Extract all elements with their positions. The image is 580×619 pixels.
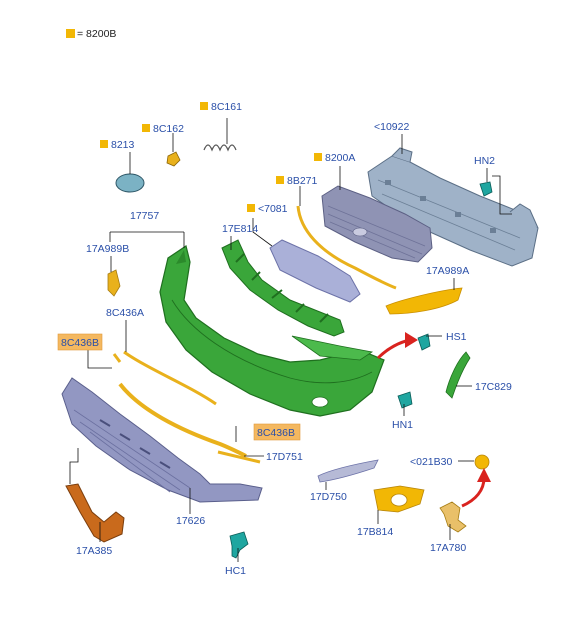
label-17A989B: 17A989B: [86, 243, 129, 255]
marker-8200A: [314, 153, 322, 161]
label-HS1: HS1: [446, 331, 467, 343]
highlight-8C436B-left: [57, 333, 103, 351]
fog-bezel-17B814: [373, 485, 425, 513]
upper-grille: [321, 185, 433, 263]
arrow-to-021B30: [461, 468, 491, 508]
label-17A780: 17A780: [430, 542, 466, 554]
leader-17A385: [69, 448, 101, 542]
upper-trim-strip: [296, 205, 397, 290]
marker-8B271: [276, 176, 284, 184]
clip-HN1: [397, 391, 413, 409]
label-17D750: 17D750: [310, 491, 347, 503]
strip-17D750: [317, 459, 379, 483]
bezel-17A989A: [385, 287, 463, 315]
bracket-17A780: [439, 501, 467, 533]
arrow-to-HS1: [376, 332, 418, 360]
leader-8C436B-left: [87, 350, 112, 369]
highlight-8C436B-right: [253, 423, 301, 441]
label-021B30: <021B30: [410, 456, 452, 468]
strip-8C436A: [123, 350, 217, 406]
label-17626: 17626: [176, 515, 205, 527]
label-17A385: 17A385: [76, 545, 112, 557]
bumper-cover: [159, 245, 385, 417]
lower-grille: [61, 377, 263, 503]
marker-8C162: [142, 124, 150, 132]
label-8213: 8213: [111, 139, 135, 151]
label-17B814: 17B814: [357, 526, 393, 538]
label-8C436B-left: 8C436B: [61, 337, 99, 349]
marker-8C161: [200, 102, 208, 110]
label-8C162: 8C162: [153, 123, 184, 135]
clip-8C162: [166, 151, 181, 167]
leader-7081: [252, 218, 273, 247]
clip-HS1: [417, 333, 431, 351]
clip-HN2: [479, 181, 493, 197]
marker-8213: [100, 140, 108, 148]
label-8B271: 8B271: [287, 175, 318, 187]
label-8C436A: 8C436A: [106, 307, 144, 319]
label-7081: <7081: [258, 203, 288, 215]
bracket-17A385: [65, 483, 125, 543]
cap-021B30: [474, 454, 490, 470]
label-8C161: 8C161: [211, 101, 242, 113]
label-HN2: HN2: [474, 155, 495, 167]
strip-17C829: [445, 351, 471, 399]
label-8C436B-right: 8C436B: [257, 427, 295, 439]
label-17C829: 17C829: [475, 381, 512, 393]
label-HN1: HN1: [392, 419, 413, 431]
energy-absorber: [221, 239, 345, 337]
clip-HC1: [229, 531, 249, 559]
leader-HN2: [486, 168, 512, 215]
bezel-17A989B: [107, 269, 121, 297]
air-deflector: [269, 239, 361, 303]
legend-marker: [66, 29, 75, 38]
strip-lower-yellow: [118, 382, 247, 458]
label-HC1: HC1: [225, 565, 246, 577]
badge-8213: [115, 173, 145, 193]
strip-17D751: [217, 450, 261, 464]
label-8200A: 8200A: [325, 152, 355, 164]
marker-7081: [247, 204, 255, 212]
label-10922: <10922: [374, 121, 409, 133]
label-17A989A: 17A989A: [426, 265, 469, 277]
reinforcement-beam: [367, 147, 539, 267]
label-17E814: 17E814: [222, 223, 258, 235]
legend-text: = 8200B: [77, 28, 116, 40]
leader-17757: [109, 231, 185, 248]
spring-8C161: [203, 144, 237, 152]
label-17757: 17757: [130, 210, 159, 222]
label-17D751: 17D751: [266, 451, 303, 463]
strip-8C436B-left: [112, 353, 122, 363]
